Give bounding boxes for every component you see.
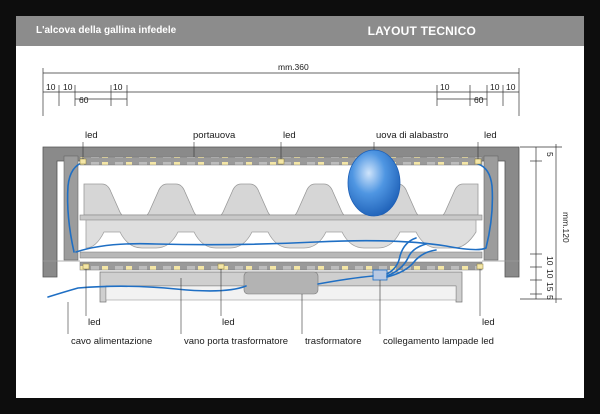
led-markers	[79, 158, 484, 270]
dim-total: mm.360	[278, 62, 309, 72]
dim-v-5: 5	[545, 295, 555, 300]
dim-v-1: 5	[545, 152, 555, 157]
brand-title: L'alcova della gallina infedele	[36, 25, 177, 36]
dim-height-total: mm.120	[561, 212, 571, 243]
technical-sheet: L'alcova della gallina infedele LAYOUT T…	[16, 16, 584, 398]
label-portauova: portauova	[193, 130, 236, 141]
dim-right-4: 10	[506, 82, 516, 92]
dim-left-2: 10	[63, 82, 73, 92]
power-cable	[47, 161, 494, 298]
label-uova-alabastro: uova di alabastro	[376, 130, 448, 141]
technical-diagram: mm.360 10 10 60 10 10 60 10 10 5 10 10 1…	[42, 62, 571, 347]
label-collegamento-led: collegamento lampade led	[383, 336, 494, 347]
label-led-bottom-left: led	[88, 317, 101, 328]
base-plate	[79, 251, 483, 259]
left-post	[63, 155, 79, 261]
dim-right-2: 60	[474, 95, 484, 105]
dim-v-2: 10	[545, 256, 555, 266]
label-cavo-alimentazione: cavo alimentazione	[71, 336, 152, 347]
alabaster-egg	[347, 149, 401, 217]
right-dimensions	[520, 144, 562, 303]
top-dimensions	[42, 68, 520, 116]
label-led-bottom-right: led	[482, 317, 495, 328]
label-led-top-left: led	[85, 130, 98, 141]
dim-left-1: 10	[46, 82, 56, 92]
leader-lines	[67, 142, 481, 334]
label-trasformatore: trasformatore	[305, 336, 362, 347]
transformer	[243, 271, 319, 295]
dim-right-3: 10	[490, 82, 500, 92]
layout-title: LAYOUT TECNICO	[367, 24, 476, 38]
dim-right-1: 10	[440, 82, 450, 92]
label-led-top-mid: led	[283, 130, 296, 141]
dim-left-4: 10	[113, 82, 123, 92]
dim-v-3: 10	[545, 269, 555, 279]
led-connector	[372, 269, 388, 281]
egg-tray	[79, 183, 483, 249]
label-led-bottom-mid: led	[222, 317, 235, 328]
dim-left-3: 60	[79, 95, 89, 105]
label-led-top-right: led	[484, 130, 497, 141]
header-bar: L'alcova della gallina infedele LAYOUT T…	[16, 16, 584, 46]
bottom-led-strip	[79, 261, 483, 271]
right-post	[483, 155, 499, 261]
dim-v-4: 15	[545, 282, 555, 292]
label-vano-trasformatore: vano porta trasformatore	[184, 336, 288, 347]
